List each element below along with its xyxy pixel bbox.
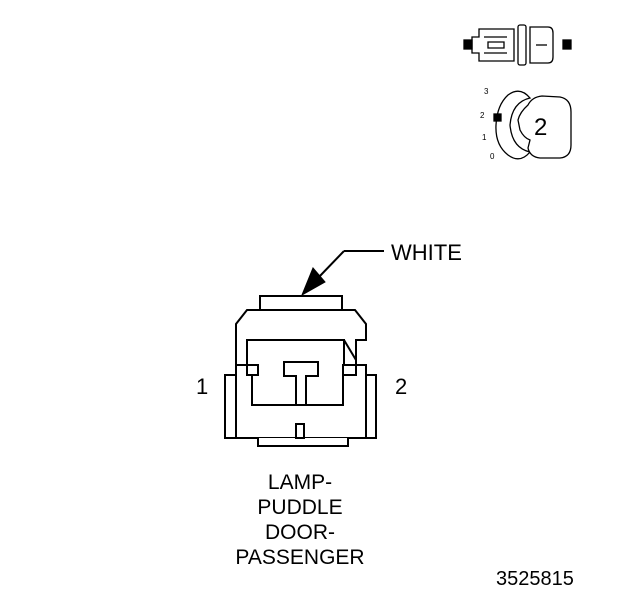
color-callout-label: WHITE (391, 240, 462, 265)
cavity-scale-label: 1 (482, 133, 487, 142)
locking-tab (259, 295, 343, 311)
connector-face (224, 295, 377, 447)
pin-2-shoulder (342, 364, 357, 376)
connector-side-view-icon (463, 24, 572, 66)
figure-number: 3525815 (496, 568, 574, 590)
side-view-left-terminal (463, 39, 473, 50)
bottom-key-notch (295, 423, 305, 439)
connector-name-line: PASSENGER (235, 546, 365, 569)
center-key (283, 361, 319, 406)
bottom-rail (257, 438, 349, 447)
leader-line-diagonal (317, 250, 345, 279)
leader-arrowhead (300, 267, 326, 297)
cavity-scale-label: 0 (490, 152, 495, 161)
cavity-count-label: 2 (534, 114, 548, 141)
pin-1-label: 1 (196, 374, 209, 399)
connector-name-line: PUDDLE (257, 496, 343, 519)
orientation-key-marker (493, 113, 502, 122)
color-callout-leader (300, 250, 384, 297)
side-view-right-terminal (562, 39, 572, 50)
latch-ramp (343, 339, 357, 361)
pin-1-shoulder (246, 364, 259, 376)
cavity-orientation-icon (493, 90, 572, 160)
orientation-cover (517, 95, 572, 159)
connector-name: LAMP- PUDDLE DOOR- PASSENGER (200, 470, 400, 570)
pin-2-label: 2 (395, 374, 408, 399)
side-view-plug-body (471, 28, 515, 62)
cavity-scale-label: 2 (480, 111, 485, 120)
connector-name-line: LAMP- (267, 471, 333, 494)
side-view-seal (517, 24, 527, 66)
connector-name-line: DOOR- (265, 521, 335, 544)
cavity-scale-label: 3 (484, 87, 489, 96)
latch-hood (235, 309, 367, 366)
side-view-receptacle (529, 26, 554, 64)
side-view-latch (487, 41, 505, 49)
